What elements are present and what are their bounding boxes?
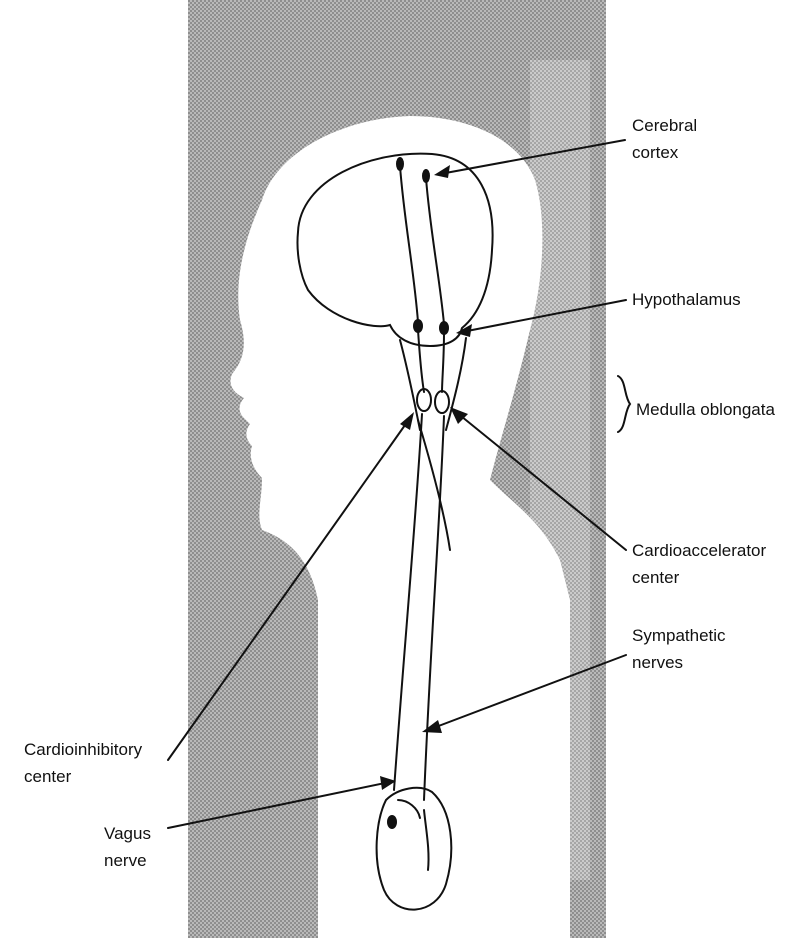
label-cardioaccelerator-line-1: Cardioaccelerator: [632, 537, 766, 564]
label-cardioinhibitory-line-2: center: [24, 763, 142, 790]
label-medulla-oblongata: Medulla oblongata: [636, 396, 775, 423]
label-vagus-nerve: Vagus nerve: [104, 820, 151, 874]
cortex-neuron-right: [422, 169, 430, 183]
medulla-brace: [618, 376, 630, 432]
label-hypothalamus-text: Hypothalamus: [632, 286, 741, 313]
label-sympathetic-nerves: Sympathetic nerves: [632, 622, 726, 676]
label-cardioinhibitory-center: Cardioinhibitory center: [24, 736, 142, 790]
label-sympathetic-line-2: nerves: [632, 649, 726, 676]
cortex-neuron-left: [396, 157, 404, 171]
label-vagus-line-2: nerve: [104, 847, 151, 874]
label-hypothalamus: Hypothalamus: [632, 286, 741, 313]
label-cardioinhibitory-line-1: Cardioinhibitory: [24, 736, 142, 763]
label-sympathetic-line-1: Sympathetic: [632, 622, 726, 649]
label-cardioaccelerator-line-2: center: [632, 564, 766, 591]
hypothalamus-neuron-right: [439, 321, 449, 335]
label-cerebral-cortex: Cerebral cortex: [632, 112, 697, 166]
label-cardioaccelerator-center: Cardioaccelerator center: [632, 537, 766, 591]
hypothalamus-neuron-left: [413, 319, 423, 333]
heart-node: [387, 815, 397, 829]
label-medulla-oblongata-text: Medulla oblongata: [636, 396, 775, 423]
label-vagus-line-1: Vagus: [104, 820, 151, 847]
label-cerebral-cortex-line-1: Cerebral: [632, 112, 697, 139]
label-cerebral-cortex-line-2: cortex: [632, 139, 697, 166]
